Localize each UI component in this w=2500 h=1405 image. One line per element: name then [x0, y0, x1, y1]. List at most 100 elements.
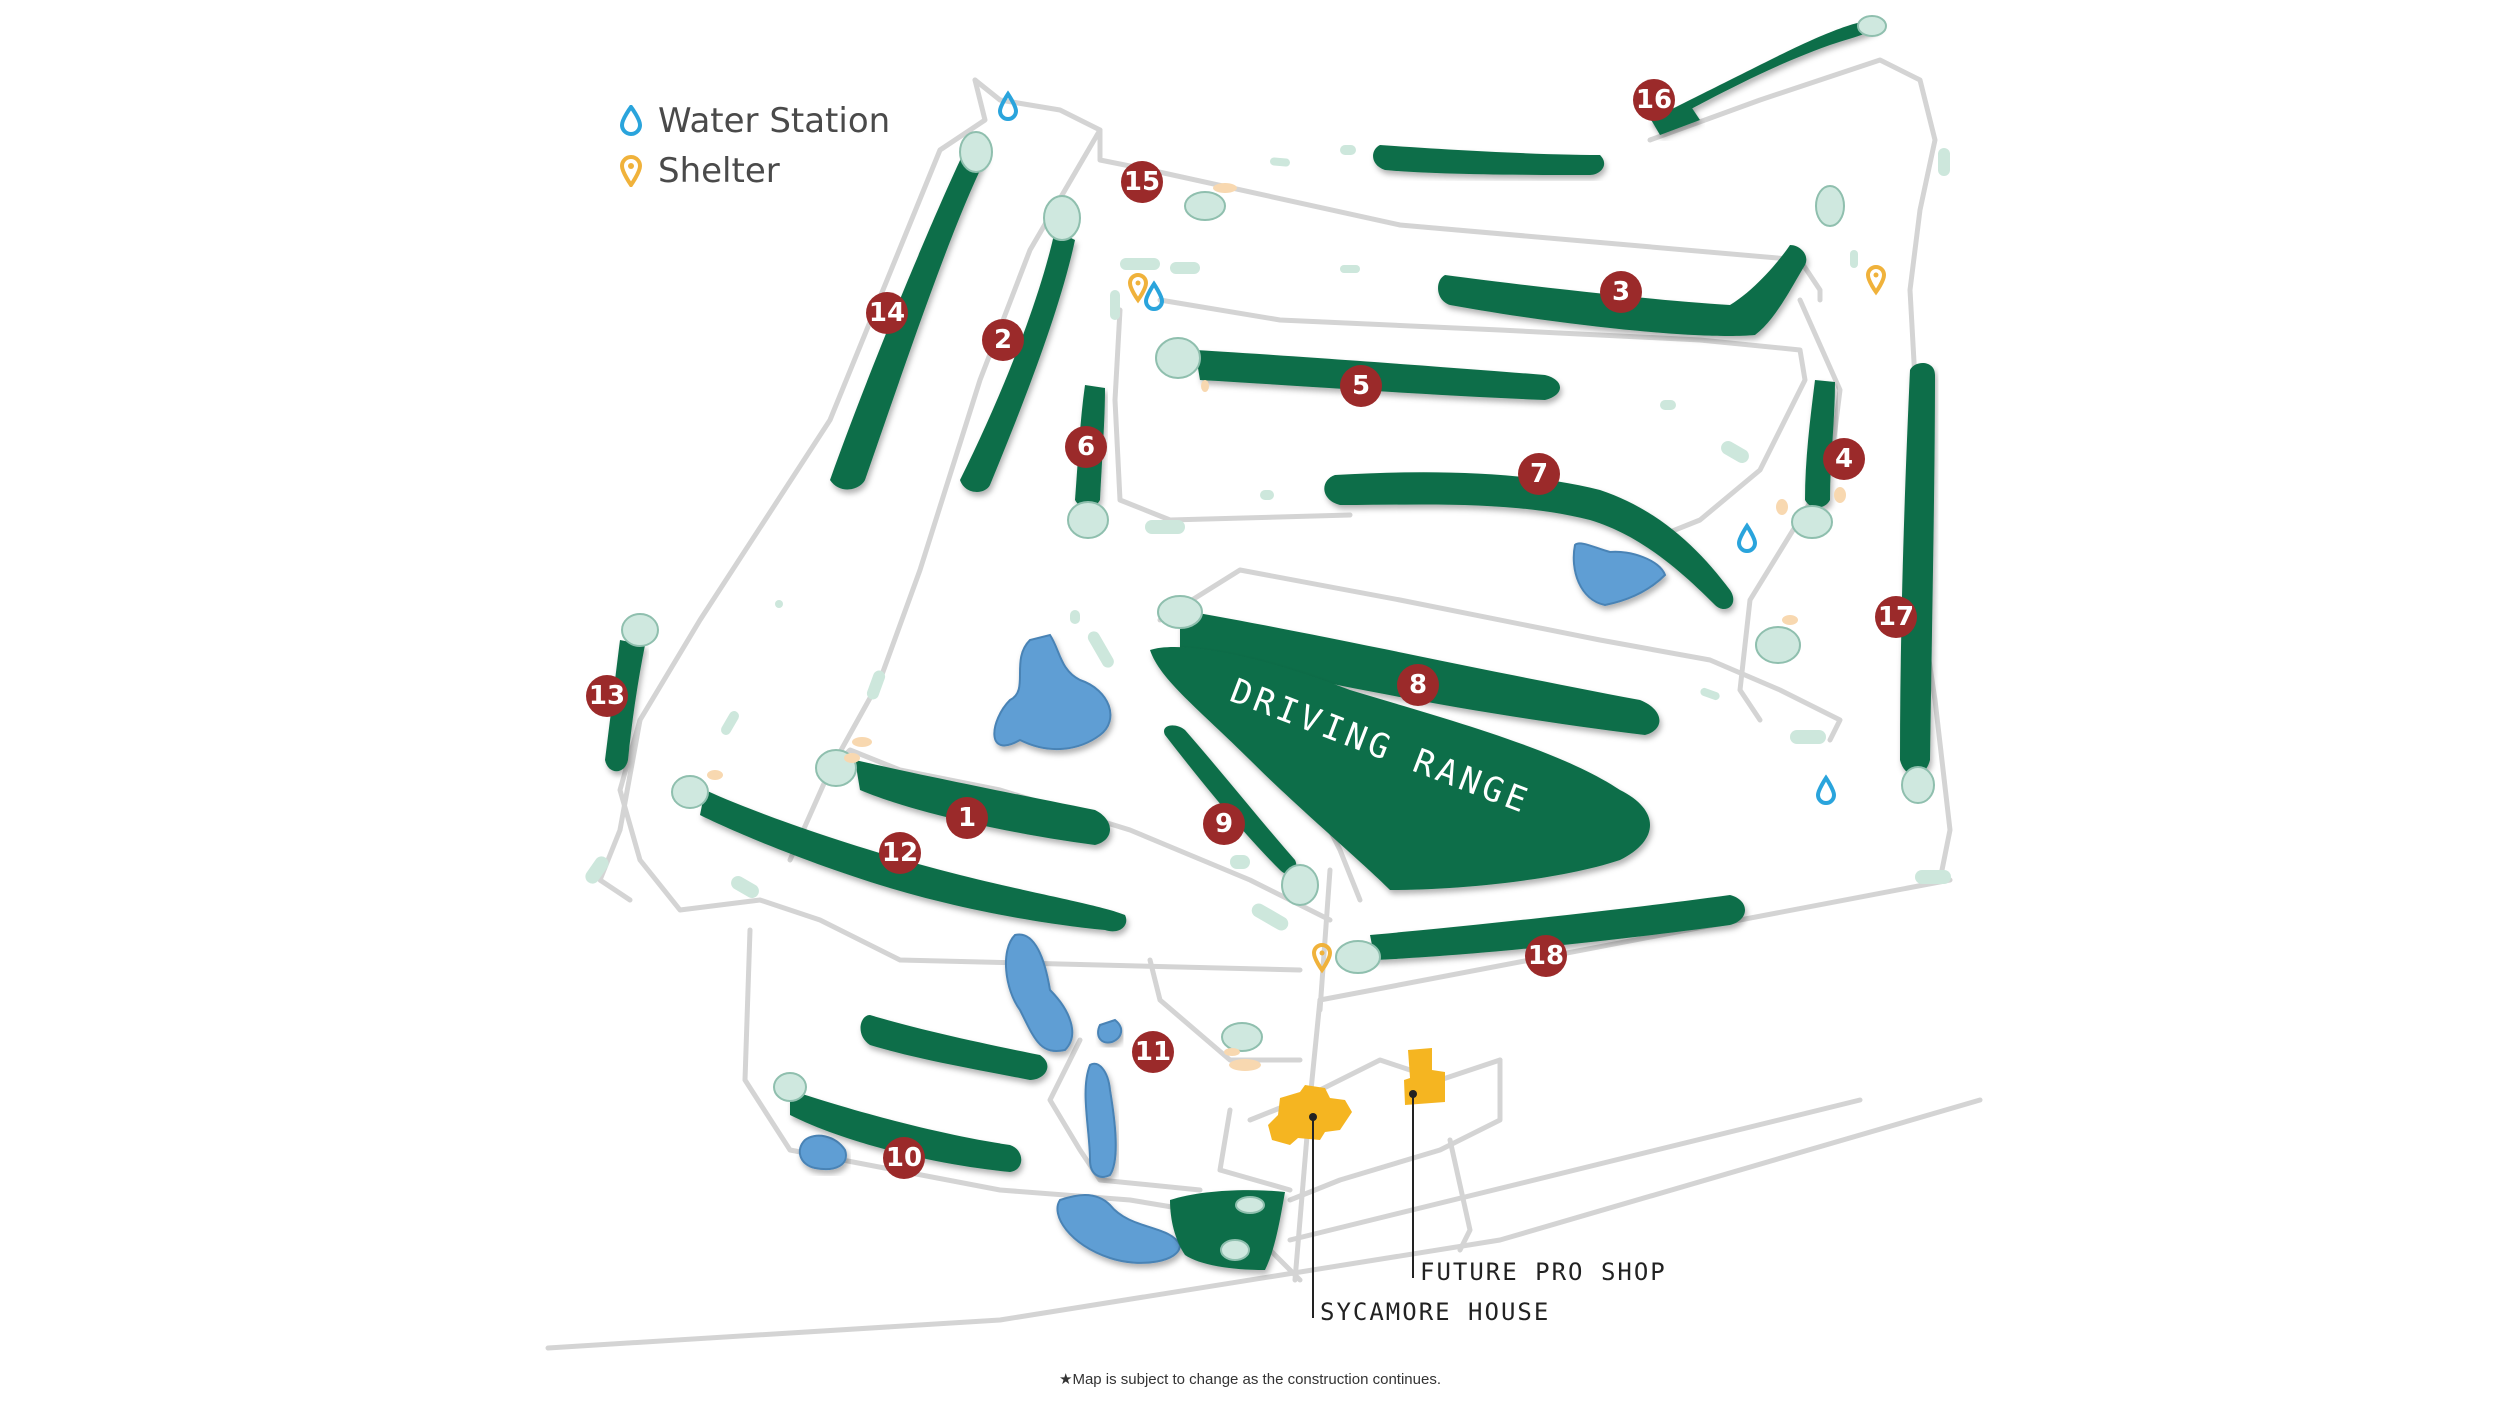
- fairway-7: [1324, 472, 1734, 610]
- shelters: [1127, 265, 1887, 974]
- hole-marker-18: 18: [1525, 935, 1567, 977]
- hole-marker-9: 9: [1203, 803, 1245, 845]
- green-3: [1815, 185, 1845, 227]
- svg-text:18: 18: [1528, 941, 1564, 971]
- fairway-12: [700, 790, 1127, 932]
- hole-marker-14: 14: [866, 292, 908, 334]
- fairway-2: [960, 230, 1075, 492]
- shelter-pin-icon: [1127, 273, 1149, 304]
- svg-text:17: 17: [1878, 602, 1914, 632]
- legend-shelter-row: Shelter: [620, 146, 890, 196]
- hole-marker-2: 2: [982, 319, 1024, 361]
- green-south-2: [1220, 1239, 1250, 1261]
- pond-south-long: [1084, 1062, 1117, 1178]
- hole-marker-4: 4: [1823, 438, 1865, 480]
- map-footnote: ★Map is subject to change as the constru…: [1059, 1371, 1441, 1388]
- future-pro-shop-label: FUTURE PRO SHOP: [1420, 1258, 1667, 1286]
- buildings: [1268, 1048, 1445, 1318]
- svg-text:13: 13: [589, 681, 625, 711]
- svg-text:1: 1: [958, 803, 976, 833]
- hole-marker-10: 10: [883, 1137, 925, 1179]
- water-drop-icon: [1736, 522, 1758, 553]
- water-stations: [997, 90, 1837, 805]
- svg-text:4: 4: [1835, 444, 1853, 474]
- fairway-16b: [1650, 105, 1700, 135]
- tee-boxes: [585, 145, 1951, 931]
- green-10: [773, 1072, 807, 1102]
- shelter-pin-icon: [1865, 265, 1887, 296]
- water-drop-icon: [1815, 774, 1837, 805]
- green-14: [959, 131, 993, 173]
- fairway-18: [1370, 895, 1745, 960]
- pond-hole-10: [798, 1134, 847, 1170]
- greens: [621, 15, 1935, 1261]
- water-drop-icon: [1143, 280, 1165, 311]
- hole-marker-5: 5: [1340, 365, 1382, 407]
- fairway-3: [1438, 245, 1807, 336]
- legend-water-label: Water Station: [658, 101, 891, 141]
- fairway-4: [1805, 380, 1835, 508]
- hole-marker-16: 16: [1633, 79, 1675, 121]
- shelter-pin-icon: [620, 155, 642, 187]
- fairway-16: [1650, 19, 1881, 126]
- green-4: [1791, 505, 1833, 539]
- water-drop-icon: [620, 105, 642, 136]
- fairway-9: [1164, 725, 1297, 875]
- hole-marker-13: 13: [586, 675, 628, 717]
- green-east: [1755, 626, 1801, 664]
- hole-marker-3: 3: [1600, 271, 1642, 313]
- shelter-pin-icon: [1311, 943, 1333, 974]
- hole-marker-11: 11: [1132, 1031, 1174, 1073]
- pond-west-long: [1004, 933, 1074, 1052]
- water-drop-icon: [997, 90, 1019, 121]
- green-2: [1043, 195, 1081, 241]
- svg-text:9: 9: [1215, 809, 1233, 839]
- hole-markers: 1 2 3 4 5 6 7 8 9 10 11 12 13 14 15 16 1…: [586, 79, 1917, 1179]
- fairway-1: [855, 760, 1110, 845]
- svg-text:5: 5: [1352, 371, 1370, 401]
- svg-text:16: 16: [1636, 85, 1672, 115]
- fairway-17: [1900, 363, 1935, 775]
- fairway-top: [1373, 145, 1605, 175]
- ponds: [798, 542, 1667, 1264]
- green-12: [671, 775, 709, 809]
- green-15: [1184, 191, 1226, 221]
- hole-marker-8: 8: [1397, 664, 1439, 706]
- green-5: [1155, 337, 1201, 379]
- sycamore-house-label: SYCAMORE HOUSE: [1320, 1298, 1550, 1326]
- green-11: [1221, 1022, 1263, 1052]
- green-17: [1901, 766, 1935, 804]
- pond-small: [1097, 1018, 1123, 1044]
- svg-text:2: 2: [994, 325, 1012, 355]
- bunkers: [707, 183, 1846, 1071]
- green-8: [1157, 595, 1203, 629]
- hole-marker-17: 17: [1875, 596, 1917, 638]
- green-13: [621, 613, 659, 647]
- svg-text:3: 3: [1612, 277, 1630, 307]
- svg-text:8: 8: [1409, 670, 1427, 700]
- fairway-14: [830, 144, 986, 490]
- svg-text:12: 12: [882, 838, 918, 868]
- svg-text:7: 7: [1530, 459, 1548, 489]
- green-16: [1857, 15, 1887, 37]
- hole-marker-1: 1: [946, 797, 988, 839]
- svg-text:10: 10: [886, 1143, 922, 1173]
- svg-text:11: 11: [1135, 1037, 1171, 1067]
- green-south: [1235, 1196, 1265, 1214]
- hole-marker-15: 15: [1121, 161, 1163, 203]
- hole-marker-12: 12: [879, 832, 921, 874]
- svg-text:15: 15: [1124, 167, 1160, 197]
- green-18: [1335, 940, 1381, 974]
- hole-marker-6: 6: [1065, 426, 1107, 468]
- pond-center: [993, 633, 1112, 751]
- svg-text:14: 14: [869, 298, 905, 328]
- legend-water-row: Water Station: [620, 96, 890, 146]
- green-6: [1067, 501, 1109, 539]
- pond-east: [1572, 542, 1667, 607]
- fairway-10: [790, 1090, 1022, 1172]
- legend-shelter-label: Shelter: [658, 151, 780, 191]
- driving-range: [1150, 646, 1650, 890]
- svg-text:6: 6: [1077, 432, 1095, 462]
- green-9: [1281, 864, 1319, 906]
